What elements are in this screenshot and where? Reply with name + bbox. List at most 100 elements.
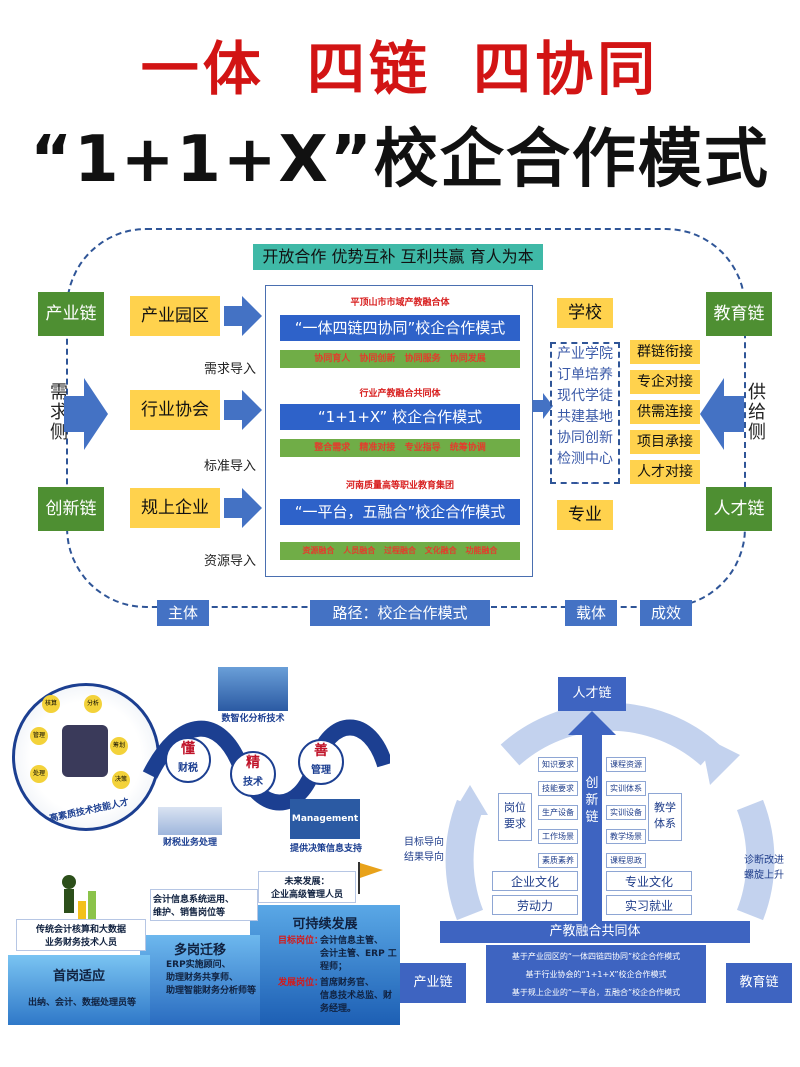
skill-node-mgmt: 善 管理 [298, 739, 344, 785]
model-title: “1+1+X” 校企合作模式 [280, 404, 520, 430]
outcome-label: 成效 [640, 600, 692, 626]
node-small: 管理 [311, 765, 331, 776]
base-line: 基于规上企业的“一平台，五融合”校企合作模式 [511, 988, 681, 997]
step-3-name: 可持续发展 [292, 917, 358, 932]
model-panel: 平顶山市市域产教融合体 “一体四链四协同”校企合作模式 协同育人 协同创新 协同… [265, 285, 533, 577]
import-standard: 标准导入 [204, 459, 257, 474]
teach-item: 课程思政 [606, 853, 646, 868]
node-big: 懂 [181, 741, 195, 757]
step-1-bottom: 出纳、会计、数据处理员等 [27, 998, 136, 1008]
talent-growth-diagram: 核算 分析 管理 筹划 处理 决策 高素质技术技能人才 懂 财税 精 技术 善 … [0, 665, 400, 1025]
data-tech-label: 数智化分析技术 [221, 714, 285, 724]
up-arrow-icon [568, 711, 616, 931]
path-label: 路径：校企合作模式 [310, 600, 490, 626]
step-1-top: 传统会计核算和大数据 业务财务技术人员 [16, 919, 146, 951]
talent-node: 人才链 [558, 677, 626, 711]
carrier-item: 检测中心 [557, 451, 613, 467]
management-image: Management [290, 799, 360, 839]
main-title: 一体 四链 四协同 [140, 35, 660, 103]
step-2 [140, 935, 260, 1025]
base-panel [486, 945, 706, 1003]
subject-label: 主体 [157, 600, 209, 626]
model-title: “一平台，五融合”校企合作模式 [280, 499, 520, 525]
arrow-icon [533, 393, 553, 419]
innovation-label: 创新链 [585, 776, 599, 825]
carrier-item: …… [571, 472, 599, 488]
circle-icon: 分析 [84, 695, 102, 713]
dev-text: 首席财务官、 信息技术总监、财务经理。 [320, 978, 393, 1014]
left-note: 目标导向 结果导向 [404, 837, 444, 863]
skill-node-tax: 懂 财税 [165, 737, 211, 783]
teach-item: 实训设备 [606, 805, 646, 820]
tax-label: 财税业务处理 [150, 835, 230, 848]
flag-icon [358, 862, 383, 894]
link-item: 供需连接 [630, 400, 700, 424]
teach-item: 实训体系 [606, 781, 646, 796]
carrier-item: 现代学徒 [557, 388, 613, 404]
model-org: 河南质量高等职业教育集团 [345, 481, 454, 491]
data-tech-image [218, 667, 288, 711]
demand-side-label: 需求侧 [47, 382, 68, 442]
carrier-item: 订单培养 [557, 367, 613, 383]
teach-item: 教学场景 [606, 829, 646, 844]
arrow-icon [224, 488, 262, 528]
model-title: “一体四链四协同”校企合作模式 [280, 315, 520, 341]
sub-title: “1+1+X”校企合作模式 [30, 123, 770, 197]
req-item: 技能要求 [538, 781, 578, 796]
innovation-chain: 创新链 [38, 487, 104, 531]
carrier-label: 载体 [565, 600, 617, 626]
circle-icon: 核算 [42, 695, 60, 713]
community-base: 产教融合共同体 [440, 921, 750, 943]
education-chain: 教育链 [706, 292, 772, 336]
school-label: 学校 [557, 298, 613, 328]
major-label: 专业 [557, 500, 613, 530]
talent-chain: 人才链 [706, 487, 772, 531]
supply-arrow-icon [700, 378, 744, 450]
circle-icon: 决策 [112, 771, 130, 789]
circle-icon: 筹划 [110, 737, 128, 755]
climber-icon [58, 875, 98, 921]
req-item: 素质素养 [538, 853, 578, 868]
model-tags: 协同育人 协同创新 协同服务 协同发展 [280, 350, 520, 368]
dev-label: 发展岗位： [278, 975, 323, 988]
job-req-group: 岗位要求 [498, 793, 532, 841]
target-label: 目标岗位： [278, 933, 323, 946]
management-label: 提供决策信息支持 [289, 844, 362, 854]
industry-chain: 产业链 [38, 292, 104, 336]
base-line: 基于行业协会的“1+1+X”校企合作模式 [525, 970, 667, 979]
culture-left: 企业文化 [492, 871, 578, 891]
model-tags: 整合需求 精准对接 专业指导 统筹协调 [280, 439, 520, 457]
skill-node-tech: 精 技术 [230, 751, 276, 797]
step-1-name: 首岗适应 [52, 969, 105, 984]
carrier-list: 产业学院 订单培养 现代学徒 共建基地 协同创新 检测中心 …… [550, 342, 620, 488]
wave-path-icon [142, 719, 390, 811]
step-2-top: 会计信息系统运用、 维护、销售岗位等 [150, 889, 258, 921]
req-item: 工作场景 [538, 829, 578, 844]
node-small: 技术 [243, 777, 263, 788]
org-industrial-park: 产业园区 [130, 296, 220, 336]
demand-arrow-icon [64, 378, 108, 450]
step-2-bottom: ERP实施顾问、 助理财务共享师、 助理智能财务分析师等 [166, 960, 257, 996]
carrier-item: 产业学院 [557, 346, 613, 362]
org-industry-association: 行业协会 [130, 390, 220, 430]
req-item: 生产设备 [538, 805, 578, 820]
supply-side-label: 供给侧 [745, 382, 766, 442]
education-chain-node: 教育链 [726, 963, 792, 1003]
step-2-name: 多岗迁移 [173, 943, 226, 958]
culture-right: 专业文化 [606, 871, 692, 891]
base-line: 基于产业园区的“一体四链四协同”校企合作模式 [511, 952, 681, 961]
teaching-group: 教学体系 [648, 793, 682, 841]
carrier-item: 协同创新 [557, 430, 613, 446]
cycle-ring-icon [445, 702, 775, 921]
future-box: 未来发展： 企业高级管理人员 [258, 871, 356, 903]
person-icon [62, 725, 108, 777]
req-item: 知识要求 [538, 757, 578, 772]
model-org: 行业产教融合共同体 [359, 389, 441, 399]
model-tags: 资源融合 人员融合 过程融合 文化融合 功能融合 [280, 542, 520, 560]
culture-left: 劳动力 [492, 895, 578, 915]
target-text: 会计信息主管、 会计主管、ERP 工程师； [320, 936, 397, 972]
step-1 [8, 955, 150, 1025]
industry-chain-node: 产业链 [400, 963, 466, 1003]
arrow-icon [224, 296, 262, 336]
principle-banner: 开放合作 优势互补 互利共赢 育人为本 [253, 244, 543, 270]
